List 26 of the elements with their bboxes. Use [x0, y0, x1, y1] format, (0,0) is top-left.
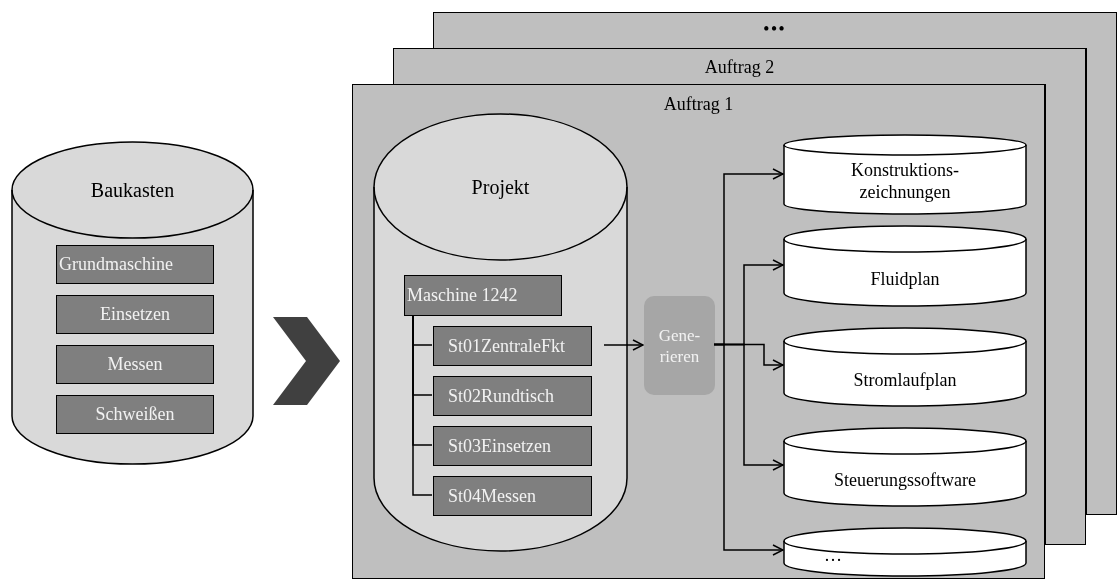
- order-panel: [433, 12, 1117, 48]
- module-box: St04Messen: [433, 476, 592, 516]
- process-box: Gene- rieren: [644, 296, 715, 395]
- arrow: [603, 339, 644, 351]
- order-panel: [393, 48, 1086, 84]
- module-box: Schweißen: [56, 395, 214, 434]
- arrow: [713, 343, 784, 556]
- module-box: Einsetzen: [56, 295, 214, 334]
- cylinder-label: Fluidplan: [869, 268, 941, 290]
- panel-heading: Auftrag 2: [703, 56, 776, 78]
- cylinder-label: Konstruktions- zeichnungen: [850, 158, 960, 203]
- module-box: Grundmaschine: [56, 245, 214, 284]
- module-box: St01ZentraleFkt: [433, 326, 592, 366]
- module-box: Maschine 1242: [404, 275, 562, 316]
- order-panel: [352, 84, 1045, 579]
- cylinder-label: Steuerungssoftware: [834, 469, 976, 491]
- cylinder-label: Baukasten: [89, 179, 176, 201]
- panel-heading: •••: [762, 19, 788, 39]
- panel-heading: Auftrag 1: [662, 93, 735, 115]
- module-box: St02Rundtisch: [433, 376, 592, 416]
- module-box: Messen: [56, 345, 214, 384]
- chevron-arrow: [273, 317, 340, 405]
- module-box: St03Einsetzen: [433, 426, 592, 466]
- cylinder-label: Projekt: [470, 176, 531, 198]
- cylinder-label: Stromlaufplan: [852, 369, 958, 391]
- cylinder-label: …: [824, 544, 842, 566]
